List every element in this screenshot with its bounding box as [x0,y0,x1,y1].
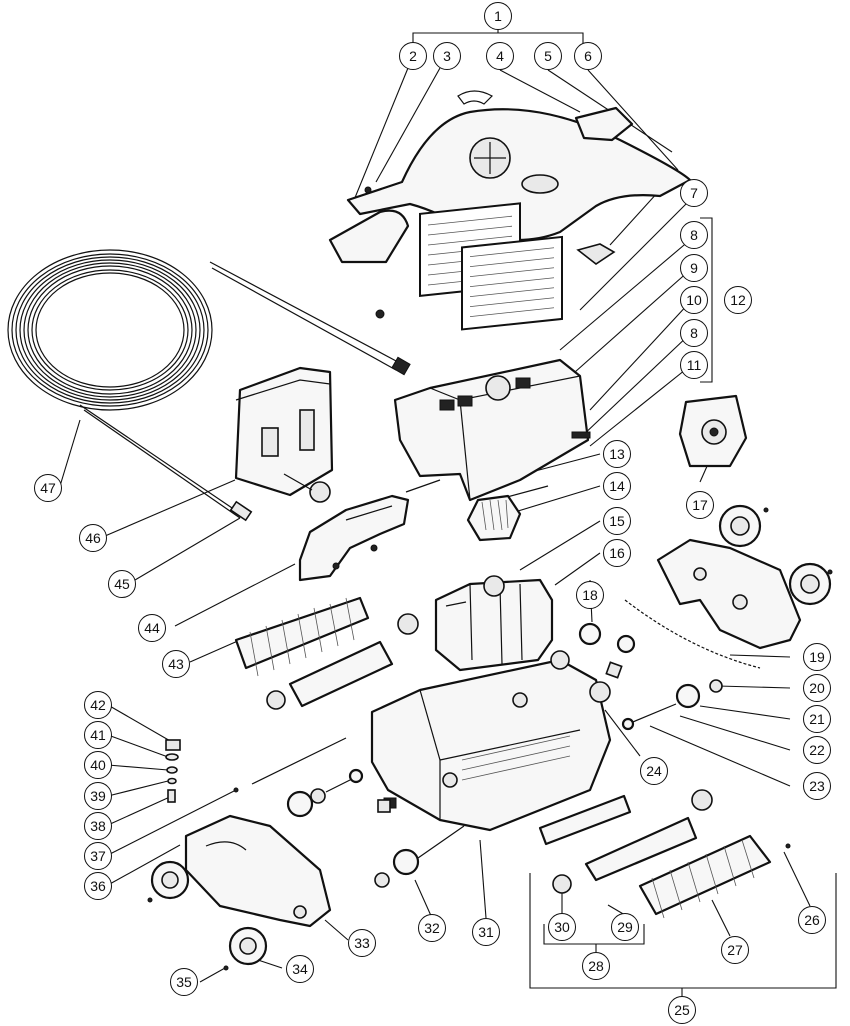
side-panel-right [624,538,802,669]
callout-43: 43 [162,650,190,678]
callout-15: 15 [603,507,631,535]
callout-9: 9 [680,254,708,282]
callout-42: 42 [84,691,112,719]
callout-11: 11 [680,351,708,379]
callout-22: 22 [803,736,831,764]
callout-29: 29 [611,913,639,941]
power-unit [234,366,334,503]
callout-13: 13 [603,440,631,468]
callout-16: 16 [603,539,631,567]
callout-26: 26 [798,906,826,934]
callout-21: 21 [803,705,831,733]
callout-8-bottom: 8 [680,319,708,347]
callout-17: 17 [686,491,714,519]
callout-10: 10 [680,286,708,314]
callout-19: 19 [803,643,831,671]
callout-24: 24 [640,757,668,785]
filter-body [393,202,591,502]
callout-14: 14 [603,472,631,500]
callout-30: 30 [548,913,576,941]
callout-36: 36 [84,872,112,900]
callout-34: 34 [286,955,314,983]
callout-23: 23 [803,772,831,800]
callout-4: 4 [486,42,514,70]
callout-38: 38 [84,812,112,840]
callout-37: 37 [84,842,112,870]
callout-6: 6 [574,42,602,70]
callout-45: 45 [108,570,136,598]
callout-3: 3 [433,42,461,70]
callout-2: 2 [399,42,427,70]
callout-1: 1 [484,2,512,30]
impeller [405,479,549,542]
small-hardware [147,507,833,971]
callout-44: 44 [138,614,166,642]
callout-35: 35 [170,968,198,996]
side-panel-left [184,814,332,928]
callout-31: 31 [472,918,500,946]
callout-5: 5 [534,42,562,70]
callout-8-top: 8 [680,221,708,249]
callout-32: 32 [418,914,446,942]
callout-27: 27 [721,936,749,964]
callout-25: 25 [668,996,696,1024]
callout-47: 47 [34,474,62,502]
wheels [150,504,832,966]
callout-20: 20 [803,674,831,702]
callout-39: 39 [84,782,112,810]
callout-33: 33 [348,929,376,957]
motor-housing [434,575,554,672]
callout-41: 41 [84,721,112,749]
callout-40: 40 [84,751,112,779]
cable-coil [7,249,411,522]
callout-46: 46 [79,524,107,552]
handle [298,494,410,582]
brushes [234,596,772,919]
callout-7: 7 [680,179,708,207]
leader-lines [59,18,837,1000]
axles-gears [286,622,723,888]
callout-28: 28 [582,952,610,980]
motor-cap [678,394,748,468]
callout-18: 18 [576,581,604,609]
chassis [370,658,612,832]
top-cover [328,90,692,319]
callout-12: 12 [724,286,752,314]
